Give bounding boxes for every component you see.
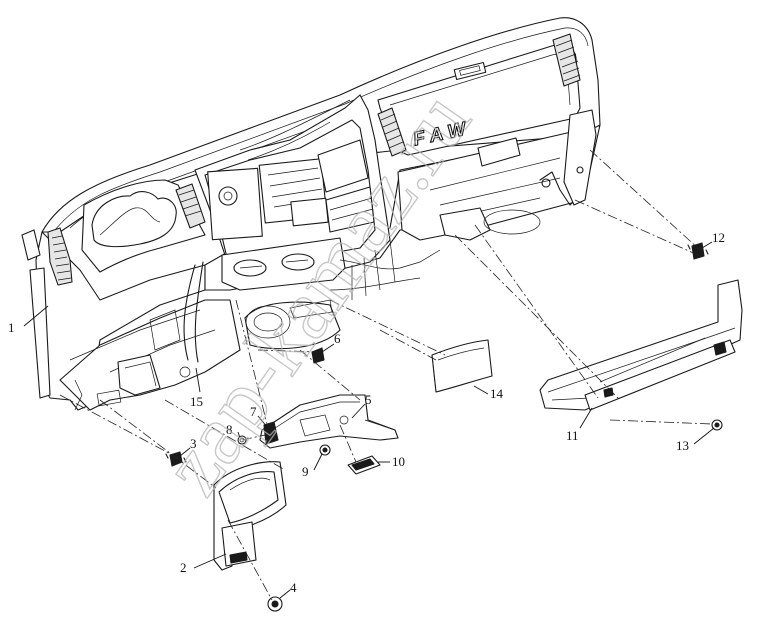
svg-text:15: 15 <box>190 394 203 409</box>
callout-7: 7 <box>250 404 269 429</box>
svg-text:6: 6 <box>334 331 341 346</box>
svg-text:2: 2 <box>180 560 187 575</box>
callout-1: 1 <box>8 305 49 335</box>
dashboard-assembly: FAW <box>21 17 601 411</box>
svg-text:12: 12 <box>712 230 725 245</box>
callouts: 1 2 3 4 5 6 7 8 <box>8 230 725 599</box>
callout-3: 3 <box>179 436 197 457</box>
callout-13: 13 <box>676 427 715 453</box>
callout-5: 5 <box>351 392 372 419</box>
part-12-clip <box>687 242 709 260</box>
part-4-nut <box>267 596 283 612</box>
part-14-cover <box>431 339 493 393</box>
svg-text:10: 10 <box>392 454 405 469</box>
svg-text:7: 7 <box>250 404 257 419</box>
part-10-pad <box>347 455 381 475</box>
svg-text:9: 9 <box>302 464 309 479</box>
callout-6: 6 <box>321 331 341 353</box>
svg-text:1: 1 <box>8 320 15 335</box>
svg-text:14: 14 <box>490 386 504 401</box>
svg-text:4: 4 <box>290 580 297 595</box>
svg-text:8: 8 <box>226 422 233 437</box>
callout-8: 8 <box>226 422 241 439</box>
callout-9: 9 <box>302 453 323 479</box>
callout-2: 2 <box>180 553 227 575</box>
assembly-lines <box>59 149 713 601</box>
callout-11: 11 <box>566 407 593 443</box>
svg-text:5: 5 <box>365 392 372 407</box>
part-9-washer <box>319 444 331 456</box>
svg-text:13: 13 <box>676 438 689 453</box>
callout-4: 4 <box>279 580 297 599</box>
svg-text:3: 3 <box>190 436 197 451</box>
svg-text:11: 11 <box>566 428 579 443</box>
callout-10: 10 <box>378 454 405 469</box>
callout-12: 12 <box>701 230 725 249</box>
part-11-side-trim-panel <box>539 279 743 411</box>
callout-14: 14 <box>473 385 504 401</box>
part-2-lower-trim-panel <box>213 461 287 571</box>
part-13-nut <box>711 419 723 431</box>
callout-15: 15 <box>190 367 203 409</box>
